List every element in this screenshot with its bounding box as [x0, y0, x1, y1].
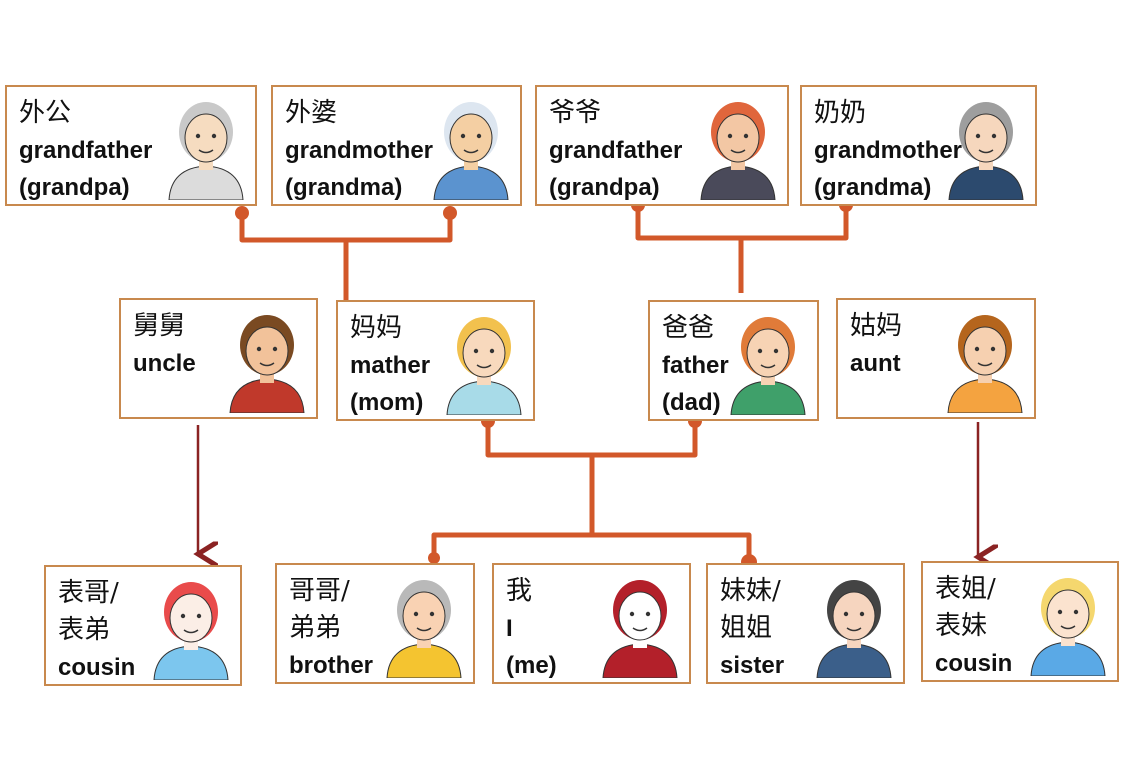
label-en: grandfather — [19, 137, 153, 164]
member-card: 爸爸 father (dad) — [648, 300, 819, 421]
label-zh: 爸爸 — [662, 313, 715, 343]
label-zh: 表哥/ — [58, 578, 119, 608]
label-zh: 表姐/ — [935, 574, 996, 604]
label-en2: (dad) — [662, 389, 721, 416]
member-card: 表哥/表弟 cousin — [44, 565, 242, 686]
label-en: grandmother — [814, 137, 963, 164]
node-dot — [428, 552, 440, 564]
member-label: 表哥/表弟 cousin — [58, 575, 135, 686]
label-en2: (grandpa) — [19, 174, 130, 201]
member-label: 妈妈 mather (mom) — [350, 310, 430, 421]
sister-icon — [816, 580, 892, 678]
member-card: 姑妈 aunt — [836, 298, 1036, 419]
dad-icon — [730, 317, 806, 415]
node-dot — [443, 206, 457, 220]
member-label: 姑妈 aunt — [850, 308, 902, 382]
label-zh: 奶奶 — [814, 98, 867, 128]
member-label: 哥哥/弟弟 brother — [289, 573, 373, 684]
node-dot — [235, 206, 249, 220]
maternal-grandparents-connector — [239, 213, 453, 300]
paternal-grandparents-connector — [635, 205, 849, 293]
label-en: aunt — [850, 350, 901, 377]
label-zh2: 弟弟 — [289, 613, 342, 643]
label-zh: 妹妹/ — [720, 576, 781, 606]
label-zh: 外婆 — [285, 98, 338, 128]
label-en: father — [662, 352, 729, 379]
member-label: 爸爸 father (dad) — [662, 310, 729, 421]
label-zh: 外公 — [19, 98, 72, 128]
label-zh: 爷爷 — [549, 98, 602, 128]
member-card: 妈妈 mather (mom) — [336, 300, 535, 421]
label-en2: (grandma) — [814, 174, 932, 201]
member-card: 表姐/表妹 cousin — [921, 561, 1119, 682]
member-label: 爷爷 grandfather (grandpa) — [549, 95, 682, 206]
member-label: 表姐/表妹 cousin — [935, 571, 1012, 682]
label-zh: 我 — [506, 576, 533, 606]
label-zh: 哥哥/ — [289, 576, 350, 606]
label-en: grandmother — [285, 137, 434, 164]
label-zh2: I — [506, 615, 513, 642]
member-label: 奶奶 grandmother (grandma) — [814, 95, 962, 206]
cousin-girl-icon — [1030, 578, 1106, 676]
label-en: uncle — [133, 350, 196, 377]
label-en2: (grandpa) — [549, 174, 660, 201]
member-card: 哥哥/弟弟 brother — [275, 563, 475, 684]
label-en: cousin — [935, 650, 1013, 677]
label-zh: 舅舅 — [133, 311, 186, 341]
member-card: 外公 grandfather (grandpa) — [5, 85, 257, 206]
label-en: brother — [289, 652, 373, 679]
mom-icon — [446, 317, 522, 415]
grandpa-icon — [168, 102, 244, 200]
member-card: 爷爷 grandfather (grandpa) — [535, 85, 789, 206]
parents-connector — [431, 421, 752, 563]
grandma-icon — [433, 102, 509, 200]
grandpa-icon — [700, 102, 776, 200]
member-label: 舅舅 uncle — [133, 308, 196, 382]
label-en: sister — [720, 652, 785, 679]
label-zh2: 表妹 — [935, 611, 988, 641]
label-en: grandfather — [549, 137, 683, 164]
brother-icon — [386, 580, 462, 678]
member-card: 舅舅 uncle — [119, 298, 318, 419]
member-card: 妹妹/姐姐 sister — [706, 563, 905, 684]
label-zh2: 表弟 — [58, 615, 111, 645]
cousin-boy-icon — [153, 582, 229, 680]
member-card: 奶奶 grandmother (grandma) — [800, 85, 1037, 206]
label-zh: 妈妈 — [350, 313, 403, 343]
aunt-icon — [947, 315, 1023, 413]
me-icon — [602, 580, 678, 678]
label-en2: (mom) — [350, 389, 424, 416]
member-label: 外公 grandfather (grandpa) — [19, 95, 152, 206]
member-label: 妹妹/姐姐 sister — [720, 573, 784, 684]
grandma-icon — [948, 102, 1024, 200]
label-en: cousin — [58, 654, 136, 681]
label-zh: 姑妈 — [850, 311, 903, 341]
label-zh2: 姐姐 — [720, 613, 773, 643]
uncle-icon — [229, 315, 305, 413]
label-en: (me) — [506, 652, 557, 679]
member-card: 外婆 grandmother (grandma) — [271, 85, 522, 206]
member-label: 外婆 grandmother (grandma) — [285, 95, 433, 206]
label-en2: (grandma) — [285, 174, 403, 201]
label-en: mather — [350, 352, 431, 379]
